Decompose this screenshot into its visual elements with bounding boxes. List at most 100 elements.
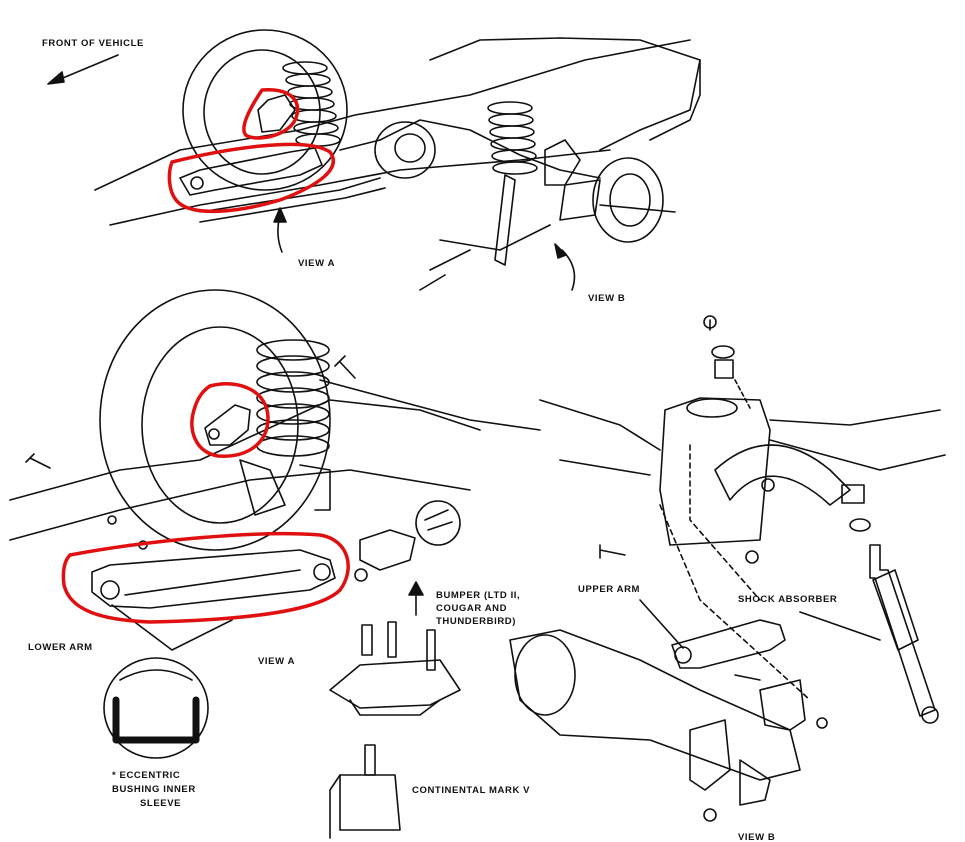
view-a-bracket-right xyxy=(299,464,331,511)
view-b-insulator xyxy=(714,359,734,379)
bushing-sleeve xyxy=(112,696,200,744)
brake-drum-inner xyxy=(609,173,651,227)
view-b-dash-1 xyxy=(734,379,751,409)
left-upper-arm-small xyxy=(257,94,296,133)
axle-shaft xyxy=(599,204,676,213)
view-b-bracket xyxy=(759,679,806,731)
bumper-label-line2: COUGAR AND xyxy=(436,603,508,614)
view-b-frame xyxy=(539,399,946,476)
highlight-lower-arm-view-a xyxy=(61,531,350,624)
top-overview-illustration xyxy=(47,29,701,291)
highlight-upper-arm-top xyxy=(242,88,300,140)
frame-bottom-right xyxy=(419,224,551,291)
view-a-bottom-label: VIEW A xyxy=(258,656,296,667)
right-bracket-top xyxy=(559,179,601,221)
view-b-washer xyxy=(711,345,735,359)
view-a-lower-arm xyxy=(91,549,336,609)
view-a-detail xyxy=(9,289,541,839)
bumper-label-line1: BUMPER (LTD II, xyxy=(436,590,521,601)
lower-arm-bushing-top xyxy=(190,176,204,190)
bushing-illustration xyxy=(103,657,209,759)
view-b-shock-eye xyxy=(921,706,939,724)
brake-drum xyxy=(592,157,664,243)
left-wheel-inner xyxy=(203,49,321,175)
differential-cover xyxy=(394,133,426,163)
frame-crossmember xyxy=(429,37,701,151)
view-b-arrow-head-top xyxy=(554,243,567,259)
lower-arm-label: LOWER ARM xyxy=(28,642,93,653)
view-a-arrow-head-top xyxy=(273,207,287,223)
continental-mount xyxy=(329,621,461,839)
lower-arm-rear-bushing xyxy=(313,563,331,581)
view-a-nut-left xyxy=(107,515,117,525)
view-a-top-label: VIEW A xyxy=(298,258,336,269)
view-a-lower-arm-rib xyxy=(124,569,301,596)
bushing-label-line1: * ECCENTRIC xyxy=(112,770,181,781)
view-b-nut-right xyxy=(816,717,828,729)
axle-housing xyxy=(339,119,601,179)
continental-label: CONTINENTAL MARK V xyxy=(412,785,531,796)
upper-arm-leader xyxy=(639,599,684,649)
view-b-lower-bracket-2 xyxy=(739,759,771,806)
bushing-shading xyxy=(119,669,193,681)
lower-arm-front-bushing xyxy=(100,580,120,600)
shock-leader xyxy=(799,611,881,641)
bumper-detail-circle xyxy=(415,500,461,546)
view-a-frame xyxy=(9,399,481,541)
left-wheel xyxy=(182,29,348,191)
view-a-frame-upper xyxy=(319,379,541,431)
highlight-upper-arm-view-a xyxy=(190,382,270,458)
view-b-tower-top xyxy=(686,398,738,418)
frame-rail-left xyxy=(94,39,691,191)
view-b-axle xyxy=(509,629,801,781)
front-arrow-head xyxy=(47,71,65,85)
upper-arm-label: UPPER ARM xyxy=(578,584,641,595)
view-a-coil-spring xyxy=(256,339,330,457)
view-b-bolt-mid xyxy=(734,674,761,681)
bumper-arrow-head xyxy=(408,581,424,596)
lower-arm-nut xyxy=(354,568,368,582)
view-b-upper-arm xyxy=(671,619,786,669)
view-b-shock-washer xyxy=(849,518,871,532)
bushing-label-line3: SLEEVE xyxy=(140,798,182,809)
view-b-shock-absorber xyxy=(869,544,936,717)
driveshaft xyxy=(199,177,381,213)
view-b-arm-nut-top xyxy=(761,478,775,492)
view-a-upper-arm xyxy=(204,404,251,446)
view-b-bolt-left xyxy=(599,544,626,559)
driveshaft-2 xyxy=(199,187,386,223)
right-upper-arm-top xyxy=(544,139,581,186)
view-b-top-nut xyxy=(703,315,717,329)
view-a-bolt-left xyxy=(25,453,51,469)
highlight-lower-arm-top xyxy=(167,142,335,214)
view-b-axle-end xyxy=(514,634,576,716)
view-a-shock-mount xyxy=(239,459,286,516)
view-b-bottom-label: VIEW B xyxy=(738,832,776,842)
frame-rail-right xyxy=(649,59,701,141)
view-b-crossmember xyxy=(714,444,851,506)
view-b-upper-arm-bushing xyxy=(674,646,692,664)
bumper-detail-inner xyxy=(424,509,453,531)
front-of-vehicle-label: FRONT OF VEHICLE xyxy=(42,38,144,49)
view-b-bottom-nut xyxy=(703,808,717,822)
view-a-tire-inner xyxy=(141,326,299,524)
bushing-leader xyxy=(111,604,233,651)
front-arrow xyxy=(57,54,119,81)
view-b-dash-lines xyxy=(659,444,811,701)
differential xyxy=(374,121,436,179)
view-b-shock-bushing-top xyxy=(841,484,865,504)
view-b-top-label: VIEW B xyxy=(588,293,626,304)
shock-absorber-label: SHOCK ABSORBER xyxy=(738,594,838,605)
bushing-label-line2: BUSHING INNER xyxy=(112,784,196,795)
right-coil-spring xyxy=(487,101,538,175)
view-b-lower-bracket xyxy=(689,719,731,791)
bumper-part xyxy=(359,529,416,571)
view-a-upper-bolt xyxy=(208,428,220,440)
view-b-detail xyxy=(509,315,946,822)
left-lower-arm-top xyxy=(179,147,323,196)
bumper-label-line3: THUNDERBIRD) xyxy=(436,616,517,627)
view-b-nut-mid xyxy=(745,550,759,564)
view-a-bolt-right xyxy=(334,355,356,379)
